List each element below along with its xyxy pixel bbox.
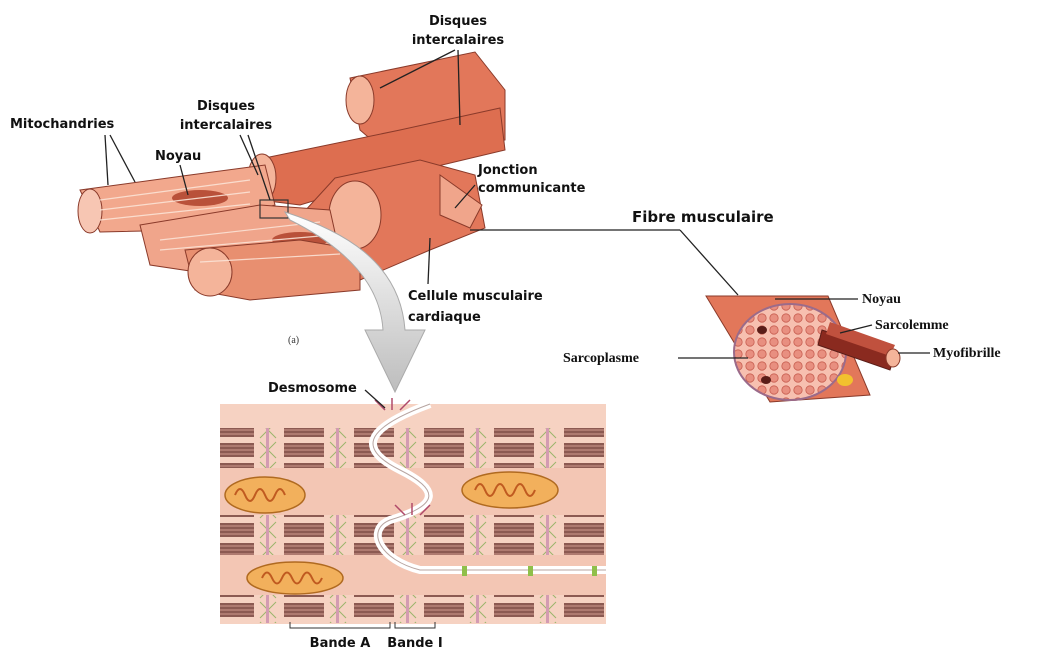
svg-text:intercalaires: intercalaires (180, 118, 273, 133)
svg-text:Desmosome: Desmosome (268, 381, 357, 396)
svg-text:Sarcoplasme: Sarcoplasme (563, 351, 639, 366)
mitochondrion-2 (462, 472, 558, 508)
svg-text:communicante: communicante (478, 181, 586, 196)
label-mitochondries: Mitochandries (10, 117, 135, 185)
label-myofibrille: Myofibrille (898, 346, 1001, 361)
label-fibre-musculaire: Fibre musculaire (470, 208, 774, 295)
svg-text:Noyau: Noyau (862, 292, 901, 307)
svg-text:Noyau: Noyau (155, 149, 201, 164)
svg-text:Disques: Disques (429, 14, 487, 29)
label-sarcoplasme: Sarcoplasme (563, 351, 748, 366)
label-desmosome: Desmosome (268, 381, 385, 408)
label-bande-i: Bande I (387, 636, 442, 651)
muscle-fiber-cross-section (706, 296, 900, 402)
svg-text:cardiaque: cardiaque (408, 310, 481, 325)
svg-text:Jonction: Jonction (477, 163, 538, 178)
svg-text:Cellule musculaire: Cellule musculaire (408, 289, 543, 304)
label-bande-a: Bande A (310, 636, 371, 651)
mitochondrion-3 (247, 562, 343, 594)
svg-text:Sarcolemme: Sarcolemme (875, 318, 949, 333)
svg-text:Myofibrille: Myofibrille (933, 346, 1001, 361)
zoom-panel (220, 398, 606, 624)
svg-text:intercalaires: intercalaires (412, 33, 505, 48)
svg-text:Disques: Disques (197, 99, 255, 114)
svg-text:Fibre musculaire: Fibre musculaire (632, 208, 774, 226)
cardiac-muscle-3d (78, 52, 505, 300)
mitochondrion-1 (225, 477, 305, 513)
figure-label-a: (a) (288, 335, 299, 346)
svg-text:Mitochandries: Mitochandries (10, 117, 115, 132)
label-sarcolemme: Sarcolemme (840, 318, 949, 333)
